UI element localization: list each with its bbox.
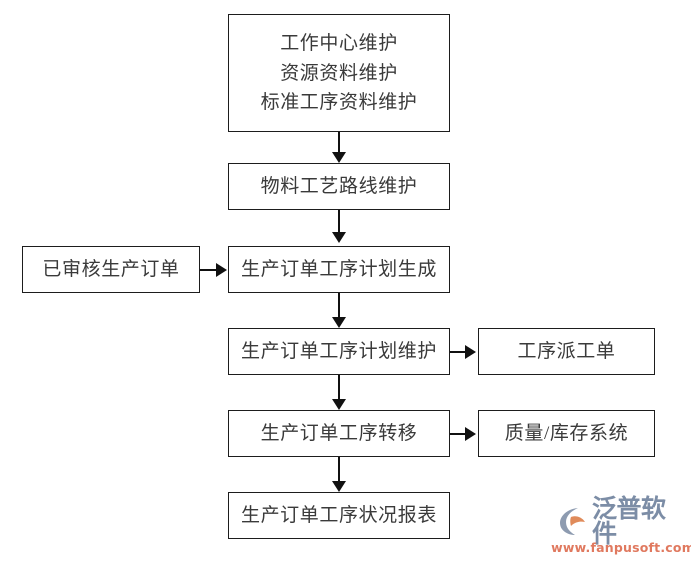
node-production-order-operation-transfer[interactable]: 生产订单工序转移 — [228, 410, 450, 457]
node-production-order-plan-generate[interactable]: 生产订单工序计划生成 — [228, 246, 450, 293]
node-material-routing-maintenance[interactable]: 物料工艺路线维护 — [228, 163, 450, 210]
arrowhead-down-to-routing — [332, 152, 346, 163]
node-operation-transfer-label: 生产订单工序转移 — [260, 423, 418, 444]
arrowhead-right-to-plan-generate — [216, 263, 227, 277]
watermark-url: www.fanpusoft.com — [551, 540, 691, 555]
node-production-order-status-report[interactable]: 生产订单工序状况报表 — [228, 492, 450, 539]
arrowhead-down-to-status-report — [332, 481, 346, 492]
node-basic-data-line-1: 工作中心维护 — [280, 32, 398, 54]
node-production-order-plan-maintain[interactable]: 生产订单工序计划维护 — [228, 328, 450, 375]
fanpu-logo-icon — [560, 508, 585, 535]
node-plan-generate-label: 生产订单工序计划生成 — [240, 259, 437, 280]
node-status-report-label: 生产订单工序状况报表 — [240, 505, 437, 526]
arrowhead-right-to-quality-inventory — [465, 427, 476, 441]
arrowhead-right-to-dispatch-order — [465, 345, 476, 359]
arrowhead-down-to-plan-generate — [332, 232, 346, 243]
node-approved-order-label: 已审核生产订单 — [42, 259, 180, 280]
node-plan-maintain-label: 生产订单工序计划维护 — [240, 341, 437, 362]
connector-operation-transfer-to-quality-inventory — [450, 433, 468, 435]
connector-plan-maintain-to-dispatch-order — [450, 351, 468, 353]
node-basic-data-maintenance[interactable]: 工作中心维护 资源资料维护 标准工序资料维护 — [228, 14, 450, 132]
node-material-routing-label: 物料工艺路线维护 — [260, 176, 418, 197]
node-dispatch-order-label: 工序派工单 — [517, 341, 616, 362]
arrowhead-down-to-operation-transfer — [332, 399, 346, 410]
connector-routing-to-plan-generate — [338, 210, 340, 236]
arrowhead-down-to-plan-maintain — [332, 317, 346, 328]
connector-basic-data-to-routing — [338, 132, 340, 156]
connector-plan-generate-to-plan-maintain — [338, 293, 340, 321]
node-quality-inventory-label: 质量/库存系统 — [504, 423, 629, 444]
node-approved-production-order[interactable]: 已审核生产订单 — [22, 246, 200, 293]
node-operation-dispatch-order[interactable]: 工序派工单 — [478, 328, 655, 375]
node-quality-inventory-system[interactable]: 质量/库存系统 — [478, 410, 655, 457]
connector-plan-maintain-to-operation-transfer — [338, 375, 340, 403]
node-basic-data-line-2: 资源资料维护 — [280, 62, 398, 84]
connector-operation-transfer-to-status-report — [338, 457, 340, 485]
watermark-logo-row: 泛普软件 — [558, 496, 688, 546]
connector-approved-order-to-plan-generate — [200, 269, 220, 271]
node-basic-data-line-3: 标准工序资料维护 — [260, 92, 418, 114]
watermark-brand-name: 泛普软件 — [592, 494, 666, 548]
watermark-logo: 泛普软件 www.fanpusoft.com — [551, 496, 691, 559]
